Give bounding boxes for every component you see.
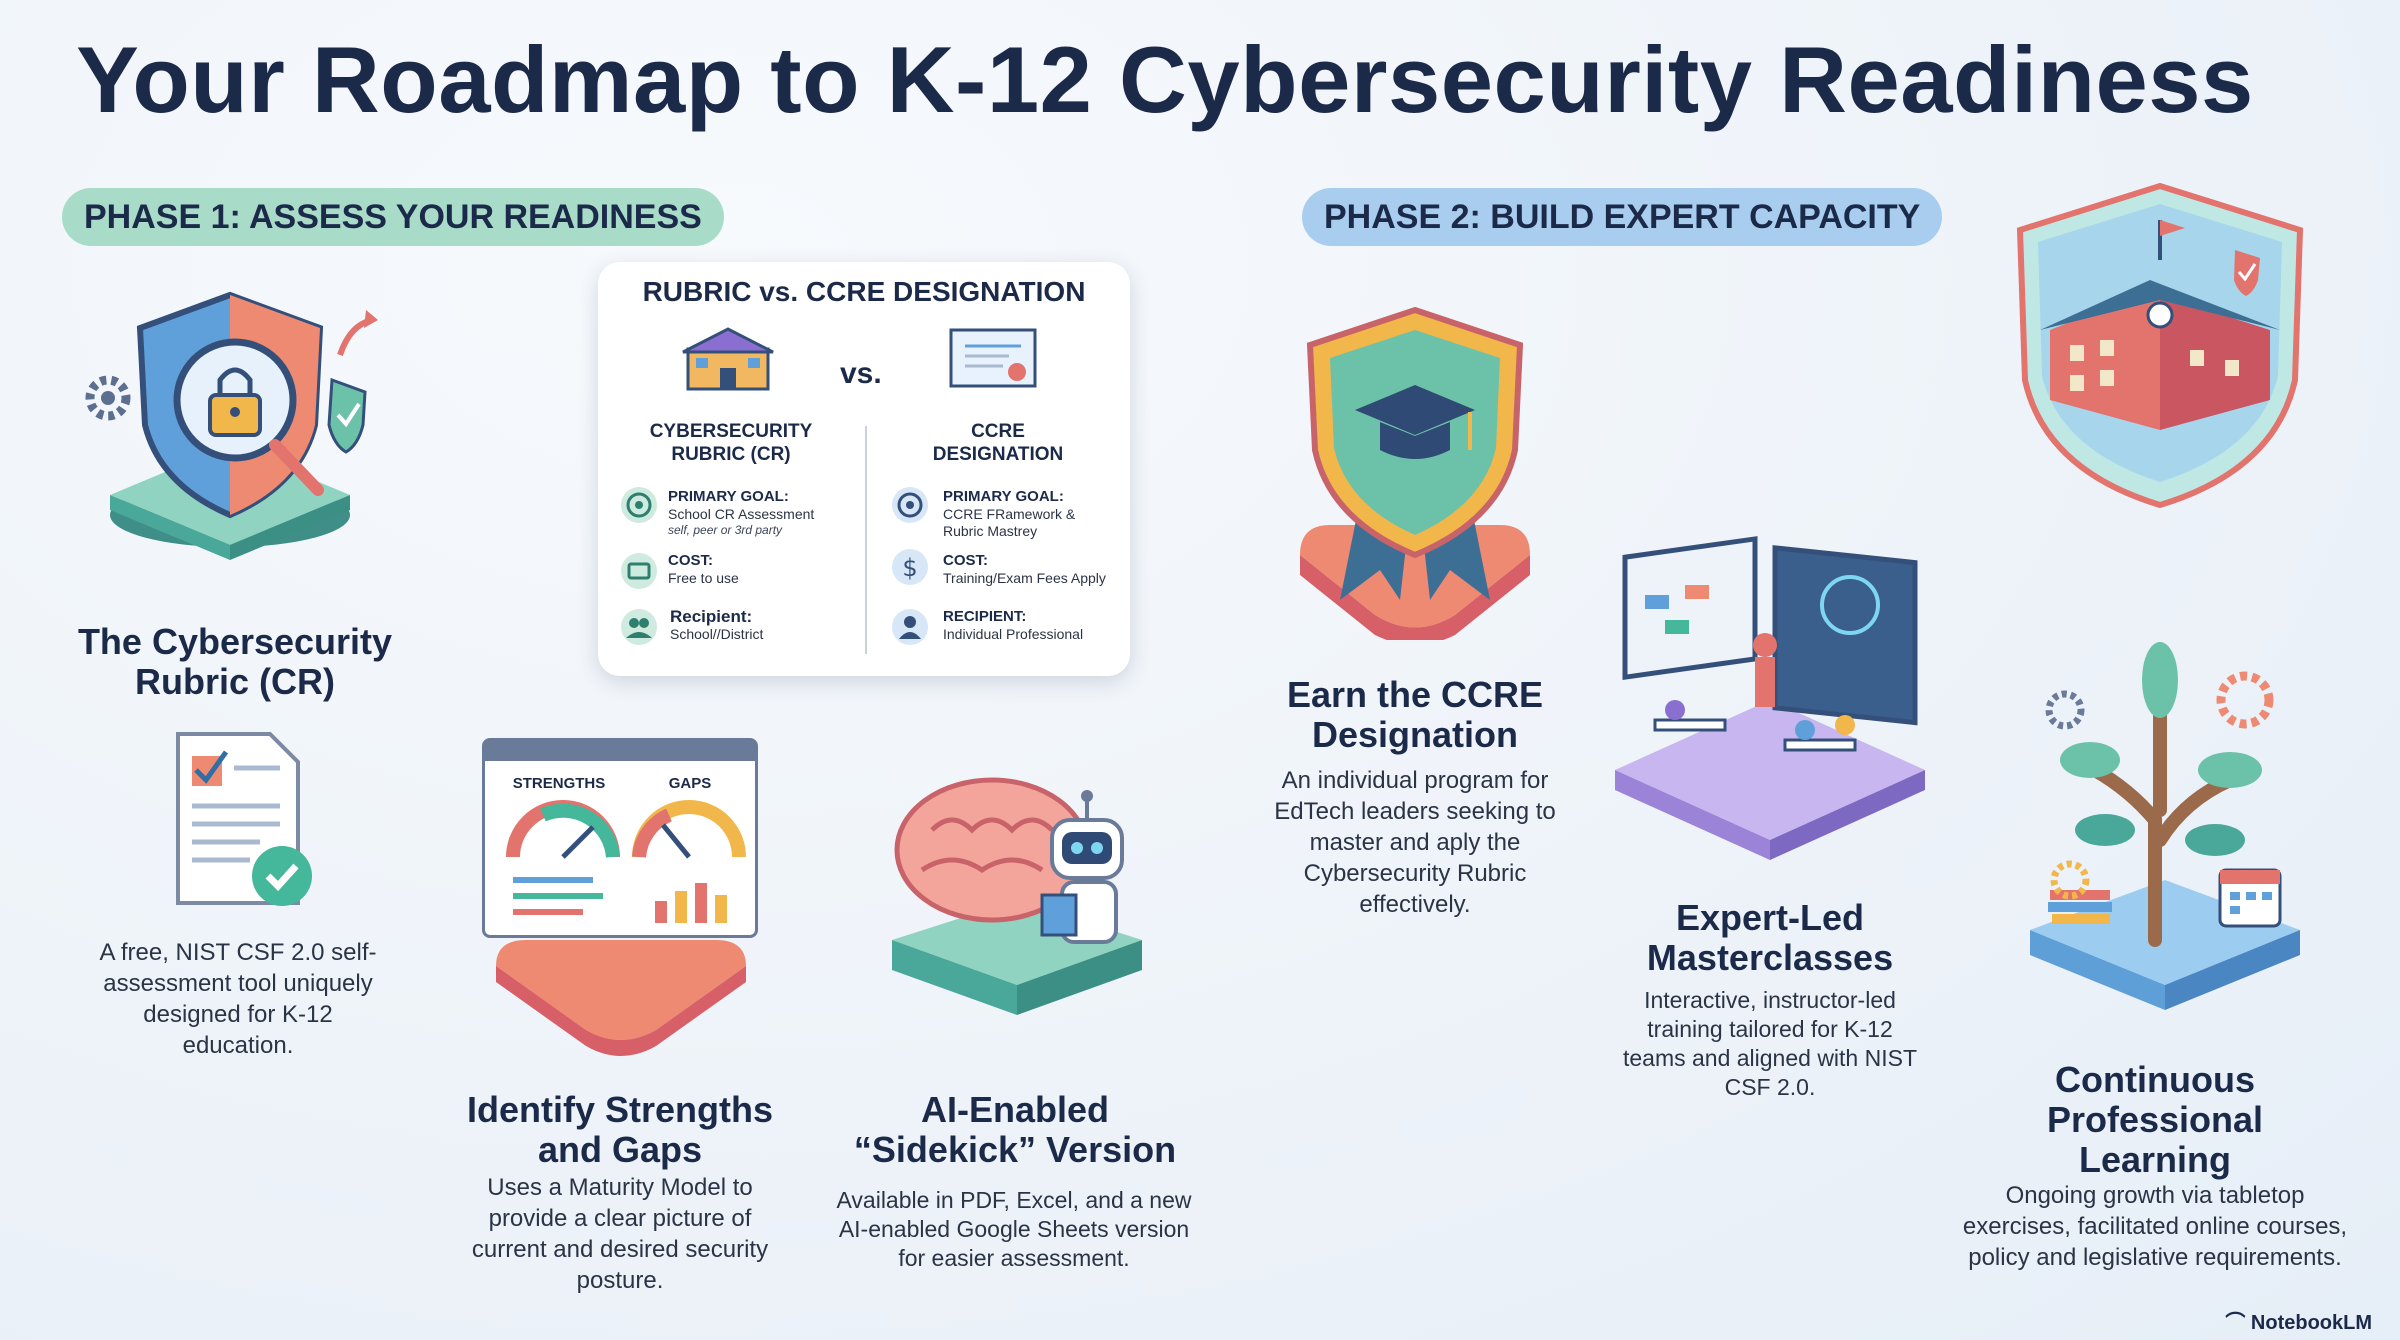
comparison-vs: vs. xyxy=(840,357,882,390)
person-icon xyxy=(892,609,928,645)
target-icon xyxy=(892,487,928,523)
notebooklm-brand: ⌒ NotebookLM xyxy=(2225,1306,2372,1335)
strengths-heading-line1: Identify Strengths xyxy=(466,1089,774,1130)
masterclasses-description: Interactive, instructor-led training tai… xyxy=(1622,987,1918,1100)
cr-goal-label: PRIMARY GOAL: xyxy=(668,488,789,505)
comparison-title: RUBRIC vs. CCRE DESIGNATION xyxy=(642,276,1086,307)
ccre-column-heading-line1: CCRE xyxy=(971,421,1025,442)
cr-goal-sub: self, peer or 3rd party xyxy=(668,523,783,537)
page-title: Your Roadmap to K-12 Cybersecurity Readi… xyxy=(76,27,2254,132)
learning-heading-line2: Professional xyxy=(2046,1099,2264,1140)
sidekick-description: Available in PDF, Excel, and a new AI-en… xyxy=(836,1187,1192,1271)
cr-cost-value: Free to use xyxy=(668,570,739,586)
school-building-icon xyxy=(2016,182,2304,509)
dollar-icon: $ xyxy=(892,549,928,585)
ccre-recipient-value: Individual Professional xyxy=(943,626,1084,642)
classroom-icon xyxy=(1615,536,1925,860)
learning-heading-line1: Continuous xyxy=(2055,1059,2255,1100)
ccre-cost-value: Training/Exam Fees Apply xyxy=(943,570,1106,586)
ccre-heading-line2: Designation xyxy=(1311,714,1518,755)
masterclasses-heading-line1: Expert-Led xyxy=(1675,897,1865,938)
coral-platform xyxy=(496,940,746,1056)
masterclasses-heading-line2: Masterclasses xyxy=(1646,937,1894,978)
ccre-column-heading-line2: DESIGNATION xyxy=(932,444,1064,465)
cr-column-heading-line2: RUBRIC (CR) xyxy=(671,444,791,465)
learning-description: Ongoing growth via tabletop exercises, f… xyxy=(1962,1182,2348,1271)
phase-2-label: PHASE 2: BUILD EXPERT CAPACITY xyxy=(1302,188,1943,246)
school-icon xyxy=(682,327,774,391)
checklist-document-icon xyxy=(176,732,312,906)
ccre-description: An individual program for EdTech leaders… xyxy=(1274,767,1556,918)
cost-icon xyxy=(621,553,657,589)
rubric-heading: The Cybersecurity Rubric (CR) xyxy=(77,621,393,702)
brain-robot-icon xyxy=(892,777,1142,1015)
ccre-goal-value-line2: Rubric Mastrey xyxy=(943,523,1038,539)
card-divider xyxy=(865,426,867,654)
cr-recipient-label: Recipient: xyxy=(670,607,753,626)
shield-lock-icon xyxy=(85,291,378,560)
svg-text:$: $ xyxy=(902,554,917,582)
growth-tree-icon xyxy=(2030,642,2300,1010)
gaps-panel-label: GAPS xyxy=(668,775,712,792)
target-icon xyxy=(621,487,657,523)
notebooklm-logo-icon: ⌒ xyxy=(2225,1312,2251,1334)
cr-column-heading-line1: CYBERSECURITY xyxy=(649,421,813,442)
rubric-description: A free, NIST CSF 2.0 self-assessment too… xyxy=(99,939,377,1059)
ccre-goal-label: PRIMARY GOAL: xyxy=(943,488,1064,505)
brand-label: NotebookLM xyxy=(2250,1312,2372,1334)
people-icon xyxy=(621,609,657,645)
strengths-heading-line2: and Gaps xyxy=(537,1129,703,1170)
phase-1-label: PHASE 1: ASSESS YOUR READINESS xyxy=(62,188,724,246)
cr-recipient-value: School//District xyxy=(670,626,764,642)
gauge-dashboard-icon: STRENGTHS GAPS xyxy=(482,738,758,938)
strengths-description: Uses a Maturity Model to provide a clear… xyxy=(471,1174,769,1294)
sidekick-heading-line1: AI-Enabled xyxy=(920,1089,1109,1130)
learning-heading-line3: Learning xyxy=(2078,1139,2231,1180)
ccre-heading-line1: Earn the CCRE xyxy=(1286,674,1544,715)
comparison-card: RUBRIC vs. CCRE DESIGNATION vs. CYBERSEC… xyxy=(598,262,1130,676)
graduation-shield-icon xyxy=(1300,306,1530,640)
ccre-recipient-label: RECIPIENT: xyxy=(943,608,1027,625)
ccre-goal-value-line1: CCRE FRamework & xyxy=(943,506,1076,522)
strengths-panel-label: STRENGTHS xyxy=(512,775,606,792)
cr-goal-value: School CR Assessment xyxy=(668,506,815,522)
ccre-cost-label: COST: xyxy=(943,552,988,569)
sidekick-heading-line2: “Sidekick” Version xyxy=(853,1129,1177,1170)
certificate-icon xyxy=(949,328,1037,388)
cr-cost-label: COST: xyxy=(668,552,713,569)
